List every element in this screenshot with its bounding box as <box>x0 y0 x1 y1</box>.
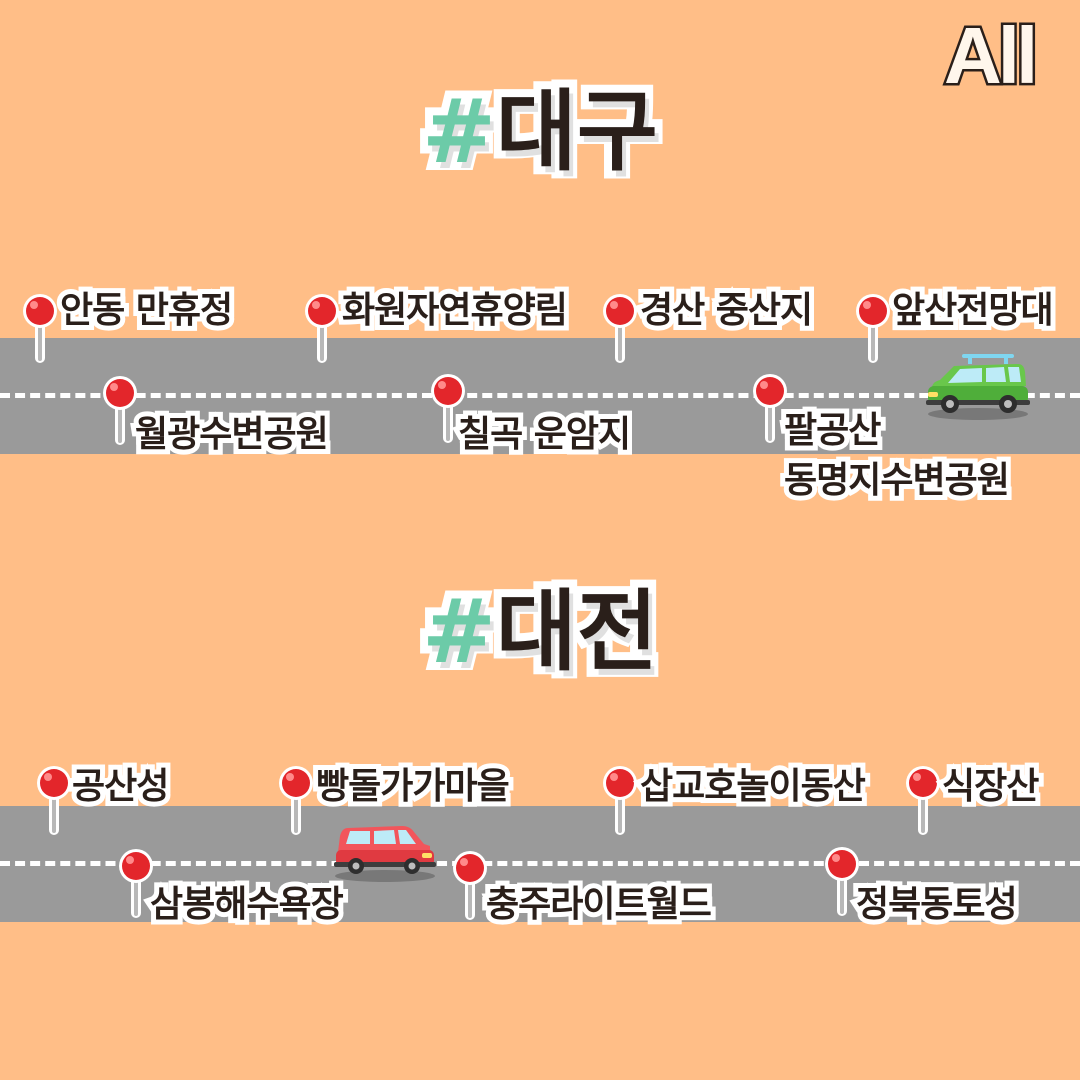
title-daegu: #대구 <box>0 74 1080 190</box>
brand-logo: All <box>942 9 1041 103</box>
place-label: 칠곡 운암지 <box>453 409 636 460</box>
road-center-line <box>0 861 1080 866</box>
map-pin-icon <box>750 373 790 445</box>
title-daejeon: #대전 <box>0 574 1080 690</box>
road-daejeon <box>0 806 1080 922</box>
place-label: 삼봉해수욕장 <box>145 879 349 930</box>
place-label: 월광수변공원 <box>130 409 334 460</box>
green-suv-icon <box>924 352 1032 426</box>
map-pin-icon <box>428 373 468 445</box>
title-word: 대전 <box>488 574 666 690</box>
map-pin-icon <box>276 765 316 837</box>
place-label: 경산 중산지 <box>635 285 818 336</box>
title-word: 대구 <box>488 74 666 190</box>
map-pin-icon <box>34 765 74 837</box>
map-pin-icon <box>20 293 60 365</box>
place-label: 충주라이트월드 <box>481 879 717 930</box>
place-label: 안동 만휴정 <box>55 285 238 336</box>
map-pin-icon <box>903 765 943 837</box>
road-daegu <box>0 338 1080 454</box>
place-label: 앞산전망대 <box>887 285 1059 336</box>
red-suv-icon <box>332 818 438 888</box>
place-label: 화원자연휴양림 <box>337 285 573 336</box>
place-label: 동명지수변공원 <box>779 455 1015 506</box>
title-hash: # <box>414 574 504 690</box>
place-label: 삽교호놀이동산 <box>635 761 871 812</box>
map-pin-icon <box>116 848 156 920</box>
map-pin-icon <box>853 293 893 365</box>
map-pin-icon <box>600 293 640 365</box>
place-label: 정북동토성 <box>851 879 1023 930</box>
map-pin-icon <box>600 765 640 837</box>
place-label: 팔공산 <box>779 405 886 456</box>
map-pin-icon <box>100 375 140 447</box>
map-pin-icon <box>302 293 342 365</box>
title-hash: # <box>414 74 504 190</box>
map-pin-icon <box>450 850 490 922</box>
place-label: 공산성 <box>67 761 174 812</box>
place-label: 식장산 <box>937 761 1044 812</box>
road-center-line <box>0 393 1080 398</box>
map-pin-icon <box>822 846 862 918</box>
place-label: 빵돌가가마을 <box>311 761 515 812</box>
